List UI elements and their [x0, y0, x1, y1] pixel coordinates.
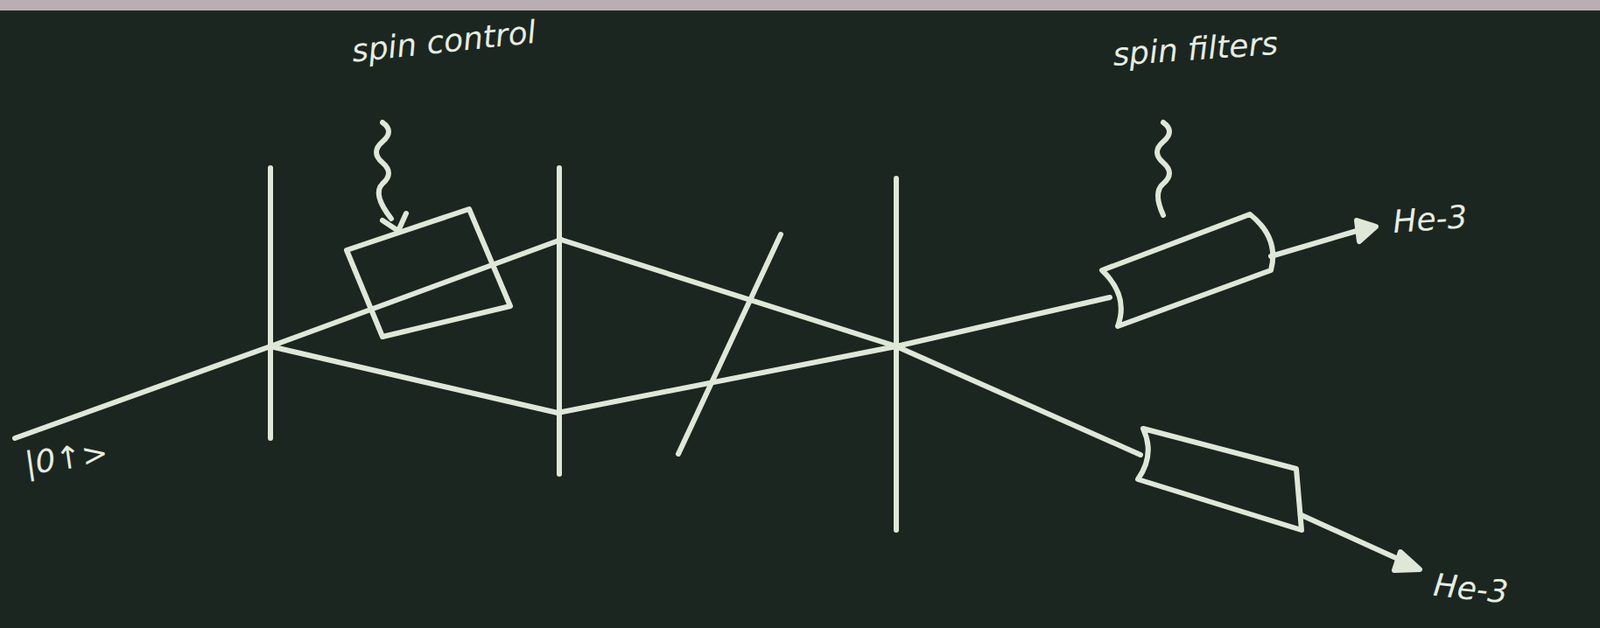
spin-filters-label: spin filters: [1111, 14, 1446, 71]
output-label: He-3: [1431, 568, 1510, 610]
state-label: |0↑>: [22, 436, 111, 482]
spin-control-label: spin control: [350, 12, 572, 69]
output-label: He-3: [1391, 200, 1469, 239]
board-edge: [0, 0, 1600, 11]
